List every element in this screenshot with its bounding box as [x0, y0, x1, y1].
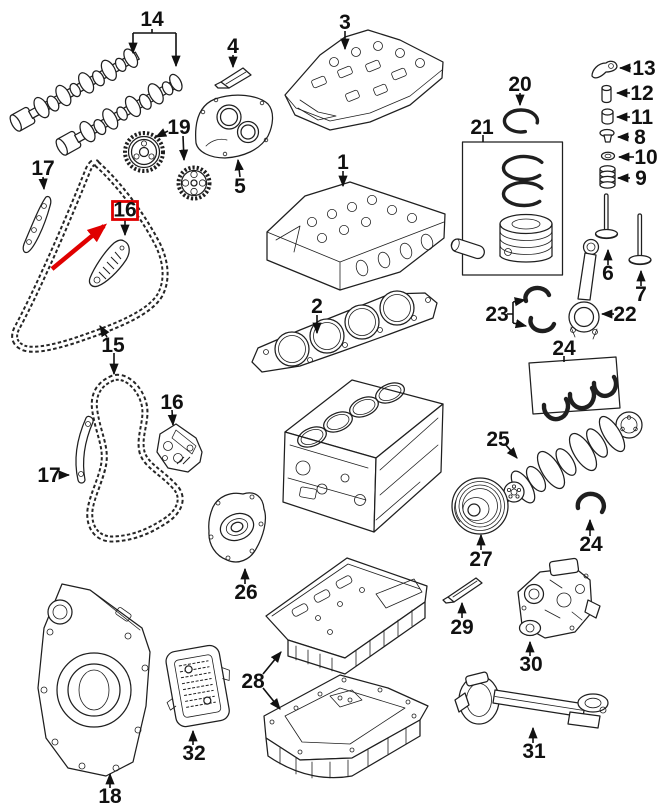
- callout-12[interactable]: 12: [630, 82, 653, 105]
- part-valve-keeper[interactable]: [601, 108, 614, 125]
- part-crankshaft[interactable]: [497, 411, 643, 507]
- part-main-bearing-single[interactable]: [575, 491, 606, 515]
- part-camshaft-sprocket[interactable]: [176, 165, 212, 201]
- callout-24-box[interactable]: 24: [552, 337, 576, 360]
- highlight-annotation: [50, 200, 139, 271]
- part-upper-timing-cover[interactable]: [195, 94, 274, 159]
- callout-7[interactable]: 7: [635, 283, 647, 306]
- part-valve-lifter[interactable]: [601, 84, 612, 104]
- part-piston-kit[interactable]: [450, 141, 564, 276]
- callout-8[interactable]: 8: [634, 126, 646, 149]
- callout-15[interactable]: 15: [101, 334, 125, 357]
- callout-29[interactable]: 29: [450, 616, 473, 639]
- callout-31[interactable]: 31: [522, 740, 546, 763]
- callout-20[interactable]: 20: [508, 73, 531, 96]
- callout-13[interactable]: 13: [632, 57, 655, 80]
- callout-30[interactable]: 30: [519, 653, 542, 676]
- callout-16-lower[interactable]: 16: [160, 391, 183, 414]
- part-head-gasket[interactable]: [251, 290, 438, 373]
- callout-28[interactable]: 28: [241, 670, 265, 693]
- part-main-bearings-box[interactable]: [528, 356, 621, 422]
- part-chain-tensioner-lower[interactable]: [156, 423, 203, 473]
- callout-21[interactable]: 21: [470, 116, 494, 139]
- callout-19[interactable]: 19: [167, 116, 190, 139]
- part-sealant-tube-bottom[interactable]: [442, 577, 483, 604]
- part-rear-cover-plate[interactable]: [37, 583, 151, 777]
- callout-18[interactable]: 18: [98, 785, 122, 808]
- part-oil-pickup-tube[interactable]: [454, 671, 609, 729]
- callout-32[interactable]: 32: [182, 742, 205, 765]
- callout-26[interactable]: 26: [234, 581, 257, 604]
- callout-5[interactable]: 5: [234, 175, 246, 198]
- part-chain-guide-lower[interactable]: [75, 415, 94, 484]
- part-tensioner-rail-highlighted[interactable]: [88, 239, 130, 288]
- part-front-cover-plate[interactable]: [208, 492, 267, 563]
- part-timing-chain-upper[interactable]: [11, 158, 169, 353]
- callout-25[interactable]: 25: [486, 428, 510, 451]
- callout-10[interactable]: 10: [634, 146, 657, 169]
- highlight-box: [111, 200, 139, 221]
- part-rod-bearings[interactable]: [523, 285, 557, 334]
- callout-17-upper[interactable]: 17: [31, 157, 54, 180]
- callout-27[interactable]: 27: [469, 548, 492, 571]
- leader-lines: [38, 29, 646, 788]
- part-vvt-sprocket[interactable]: [123, 131, 165, 173]
- callout-6[interactable]: 6: [602, 262, 614, 285]
- part-chain-guide-upper[interactable]: [22, 195, 52, 254]
- highlight-arrow: [50, 223, 108, 271]
- part-camshafts[interactable]: [6, 45, 185, 158]
- part-piston-snap-ring[interactable]: [502, 108, 540, 134]
- part-valve-spring[interactable]: [599, 165, 616, 189]
- callout-9[interactable]: 9: [635, 167, 647, 190]
- part-valve-stem-seal[interactable]: [600, 151, 616, 161]
- part-crank-pulley[interactable]: [451, 477, 509, 535]
- callout-3[interactable]: 3: [339, 11, 351, 34]
- callout-23[interactable]: 23: [485, 303, 508, 326]
- part-spring-retainer[interactable]: [599, 128, 615, 143]
- part-upper-oil-pan[interactable]: [265, 557, 428, 675]
- part-timing-chain-lower[interactable]: [86, 373, 184, 543]
- part-camshaft-housing[interactable]: [284, 29, 444, 131]
- callout-17-lower[interactable]: 17: [37, 464, 60, 487]
- callout-1[interactable]: 1: [337, 151, 349, 174]
- part-oil-cooler[interactable]: [159, 643, 238, 729]
- part-intake-valve[interactable]: [594, 193, 619, 240]
- part-connecting-rod[interactable]: [568, 238, 600, 340]
- part-sealant-tube-top[interactable]: [214, 67, 252, 89]
- part-lower-oil-pan[interactable]: [263, 674, 429, 779]
- callout-2[interactable]: 2: [311, 295, 323, 318]
- part-exhaust-valve[interactable]: [628, 213, 652, 266]
- callout-22[interactable]: 22: [613, 303, 636, 326]
- part-rocker-arm[interactable]: [591, 60, 618, 79]
- part-engine-block[interactable]: [282, 379, 444, 533]
- callout-4[interactable]: 4: [227, 35, 239, 58]
- callout-11[interactable]: 11: [631, 106, 654, 129]
- callout-labels: 14 17 19 4 3 5 1 20 21 13 12 11 8 10 9 1…: [31, 8, 657, 808]
- part-cylinder-head[interactable]: [266, 181, 446, 291]
- callout-24-single[interactable]: 24: [579, 533, 603, 556]
- callout-14[interactable]: 14: [140, 8, 164, 31]
- part-oil-pump[interactable]: [517, 557, 601, 639]
- callout-16-highlighted[interactable]: 16: [113, 199, 136, 222]
